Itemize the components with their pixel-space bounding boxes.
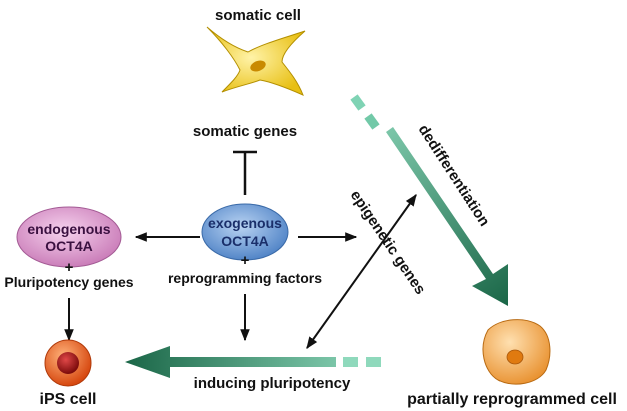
pluripotency-genes-label: Pluripotency genes — [4, 274, 133, 290]
ips-cell-icon — [44, 339, 92, 387]
inducing-pluripotency-label: inducing pluripotency — [194, 375, 351, 392]
dedifferentiation-label: dedifferentiation — [415, 122, 493, 230]
somatic-cell-label: somatic cell — [215, 7, 301, 24]
somatic-genes-label: somatic genes — [193, 123, 297, 140]
endogenous-oct4a-node: endogenous OCT4A — [16, 206, 122, 268]
endogenous-oct4a-label: OCT4A — [45, 238, 92, 254]
inducing-pluripotency-arrow — [125, 346, 381, 378]
partially-reprogrammed-cell-icon — [482, 319, 551, 385]
endogenous-label: endogenous — [27, 221, 110, 237]
exogenous-plus: + — [241, 252, 250, 269]
endogenous-plus: + — [65, 259, 74, 276]
ips-cell-label: iPS cell — [40, 391, 97, 408]
epigenetic-genes-label: epigenetic genes — [347, 187, 429, 297]
inhibition-symbol — [233, 150, 257, 195]
exogenous-oct4a-label: OCT4A — [221, 233, 268, 249]
arrow-epigenetic-bidirectional — [306, 194, 417, 349]
dedifferentiation-arrow — [350, 94, 508, 306]
exogenous-label: exogenous — [208, 215, 282, 231]
reprogramming-factors-label: reprogramming factors — [168, 270, 322, 286]
partially-reprogrammed-cell-label: partially reprogrammed cell — [407, 391, 617, 408]
somatic-cell-icon — [206, 26, 306, 96]
exogenous-oct4a-node: exogenous OCT4A — [201, 203, 289, 261]
